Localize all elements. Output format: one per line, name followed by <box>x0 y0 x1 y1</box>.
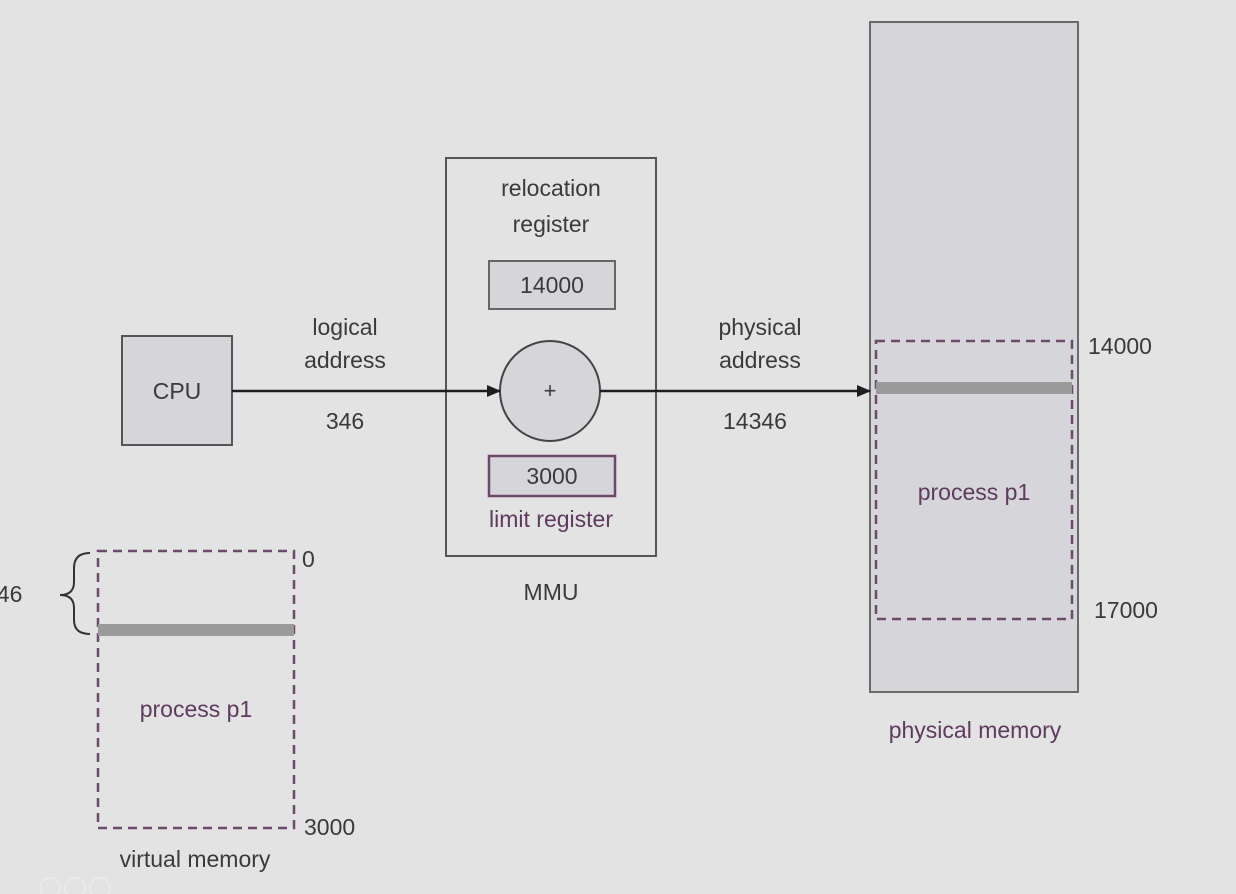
physical-address-label-line2: address <box>719 347 801 373</box>
logical-address-label-line2: address <box>304 347 386 373</box>
cpu-box <box>121 335 233 446</box>
virtual-address-marker <box>98 624 294 636</box>
physical-start-label: 14000 <box>1088 333 1152 359</box>
virtual-process-label: process p1 <box>139 696 253 722</box>
virtual-memory-caption: virtual memory <box>119 846 271 872</box>
cpu-label: CPU <box>152 378 202 404</box>
virtual-offset-label: 346 <box>0 581 23 607</box>
relocation-register-value: 14000 <box>520 272 584 298</box>
virtual-memory-box <box>96 549 296 830</box>
mmu-caption: MMU <box>523 579 579 605</box>
physical-memory-caption: physical memory <box>888 717 1062 743</box>
logical-address-label-line1: logical <box>312 314 378 340</box>
limit-register-box <box>487 454 617 498</box>
physical-process-label: process p1 <box>917 479 1031 505</box>
physical-address-marker <box>876 382 1072 394</box>
relocation-register-label-line2: register <box>512 211 590 237</box>
physical-address-label-line1: physical <box>718 314 802 340</box>
limit-register-value: 3000 <box>526 463 578 489</box>
virtual-end-label: 3000 <box>304 814 356 840</box>
physical-address-value: 14346 <box>723 408 787 434</box>
virtual-start-label: 0 <box>302 546 315 572</box>
limit-register-label: limit register <box>489 506 613 532</box>
adder-symbol: + <box>543 378 557 403</box>
video-watermark <box>39 877 111 894</box>
relocation-register-box <box>488 260 616 310</box>
logical-address-value: 346 <box>325 408 365 434</box>
offset-brace <box>59 552 91 635</box>
physical-end-label: 17000 <box>1094 597 1158 623</box>
relocation-register-label-line1: relocation <box>501 175 601 201</box>
